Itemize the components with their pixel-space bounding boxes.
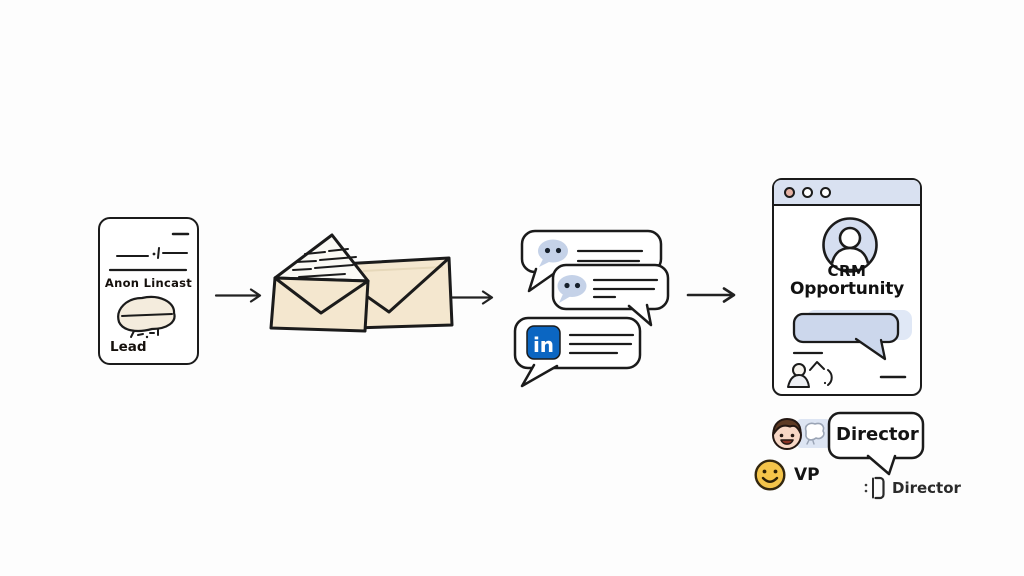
- smiley-emoji-icon: [754, 459, 786, 491]
- person-avatar-icon: [822, 217, 878, 273]
- text-line-sketch: [792, 351, 824, 355]
- director-note-label: Director: [892, 479, 961, 497]
- chat-bubble-middle: [551, 263, 670, 327]
- director-speech-bubble: [827, 411, 925, 476]
- speech-bubble-icon: [792, 310, 912, 361]
- page-flip-icon: [864, 476, 885, 500]
- lead-card: [98, 217, 199, 365]
- window-dot-icon: [820, 186, 831, 198]
- note-patch: [797, 419, 830, 448]
- lead-name-text: Anon Lincast: [104, 276, 193, 290]
- linkedin-icon: in: [526, 325, 561, 360]
- linkedin-message-bubble: in: [513, 316, 642, 388]
- window-dot-icon: [784, 186, 795, 198]
- crm-heading-line2: Opportunity: [789, 279, 905, 299]
- chat-messages-group: in: [513, 229, 670, 388]
- scribble-blob-icon: [117, 295, 176, 339]
- crm-heading-line1: CRM: [827, 262, 867, 280]
- open-and-closed-envelopes-icon: [269, 233, 454, 333]
- lead-card-sketch-icon: [108, 232, 190, 339]
- crm-window-titlebar: [774, 180, 920, 206]
- chat-bubble-icon: [557, 275, 587, 303]
- dash-sketch: [879, 375, 907, 379]
- linkedin-logo-text: in: [533, 333, 554, 357]
- window-dot-icon: [802, 186, 813, 198]
- chat-bubble-top: [520, 229, 663, 293]
- card-field-lines: [108, 247, 188, 272]
- letter-text-lines: [292, 248, 357, 278]
- vp-label: VP: [794, 465, 820, 485]
- director-label: Director: [836, 424, 919, 445]
- crm-window: [772, 178, 922, 396]
- arrow-right-icon: [686, 287, 736, 303]
- lead-label: Lead: [110, 339, 147, 355]
- people-sketch-icon: [787, 361, 833, 388]
- arrow-right-icon: [450, 290, 494, 305]
- thought-doodle-icon: [804, 422, 825, 445]
- chat-bubble-icon: [538, 239, 568, 267]
- envelope-open-icon: [269, 233, 370, 333]
- arrow-right-icon: [214, 288, 262, 303]
- person-face-emoji-icon: [772, 418, 802, 450]
